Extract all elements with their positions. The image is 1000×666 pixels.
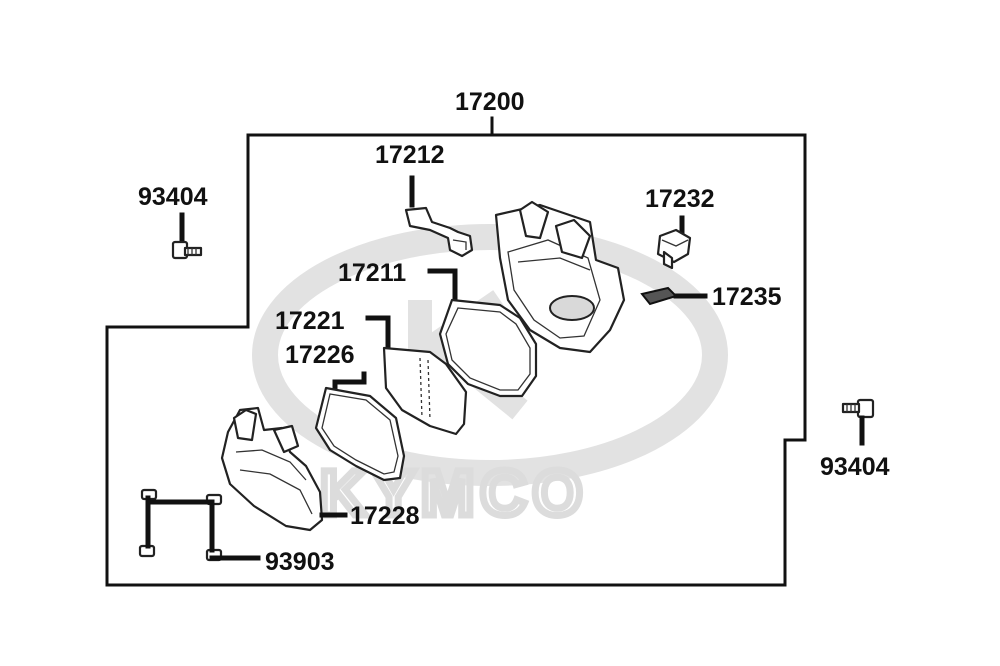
label-gasket: 17226 [285,341,355,369]
label-bolt-right: 93404 [820,453,890,481]
bolt-left-icon [171,240,203,260]
leader-gasket [332,371,367,395]
leader-screws [145,495,261,561]
label-mirror-glass: 17211 [338,259,406,287]
gasket-icon [314,386,406,482]
bracket-icon [404,206,474,258]
cover-icon [220,406,324,532]
label-adjuster: 17232 [645,185,715,213]
clip-icon [640,286,678,306]
label-cover: 17228 [350,502,420,530]
adjuster-icon [656,228,692,270]
label-screws: 93903 [265,548,335,576]
bolt-right-icon [841,398,875,419]
label-assembly: 17200 [455,88,525,116]
label-bracket: 17212 [375,141,445,169]
mirror-glass-icon [438,298,538,398]
leader-glass-back [365,315,391,351]
label-glass-back: 17221 [275,307,345,335]
label-clip: 17235 [712,283,782,311]
label-bolt-left: 93404 [138,183,208,211]
glass-back-icon [382,346,468,436]
mirror-housing-icon [494,200,626,354]
leader-mirror-glass [427,268,458,303]
assembly-frame [105,133,807,587]
